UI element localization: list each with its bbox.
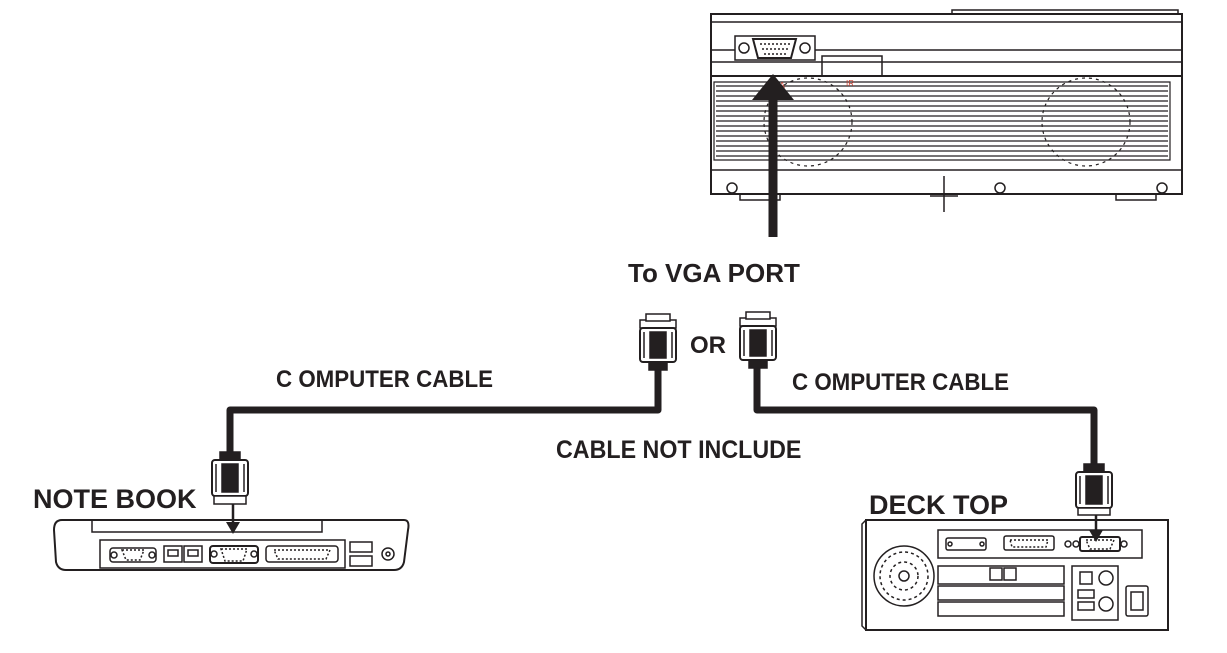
cable-right [753,368,1098,468]
cable-left [226,370,662,458]
or-label: OR [690,332,726,359]
arrow-down-icon [226,504,240,534]
cable-left-label: C OMPUTER CABLE [276,366,494,393]
projector-vga-port [734,35,816,61]
vga-connector-desktop [1075,463,1113,516]
ir-marking: IR [846,79,854,88]
projector-illustration: VGA IR [710,9,1183,212]
ir-window [821,55,883,77]
desktop-illustration [861,519,1169,631]
vga-port-label: To VGA PORT [628,258,800,288]
vent-grille [713,77,1171,167]
cable-not-included-label: CABLE NOT INCLUDE [556,436,802,464]
desktop-label: DECK TOP [869,490,1009,520]
arrow-up-icon [752,74,794,237]
vga-connector-notebook [211,451,249,505]
notebook-label: NOTE BOOK [33,484,197,514]
notebook-illustration [52,519,410,571]
vga-connector-top-left [639,313,677,371]
vga-connector-top-right [739,311,777,369]
cable-right-label: C OMPUTER CABLE [792,369,1010,396]
